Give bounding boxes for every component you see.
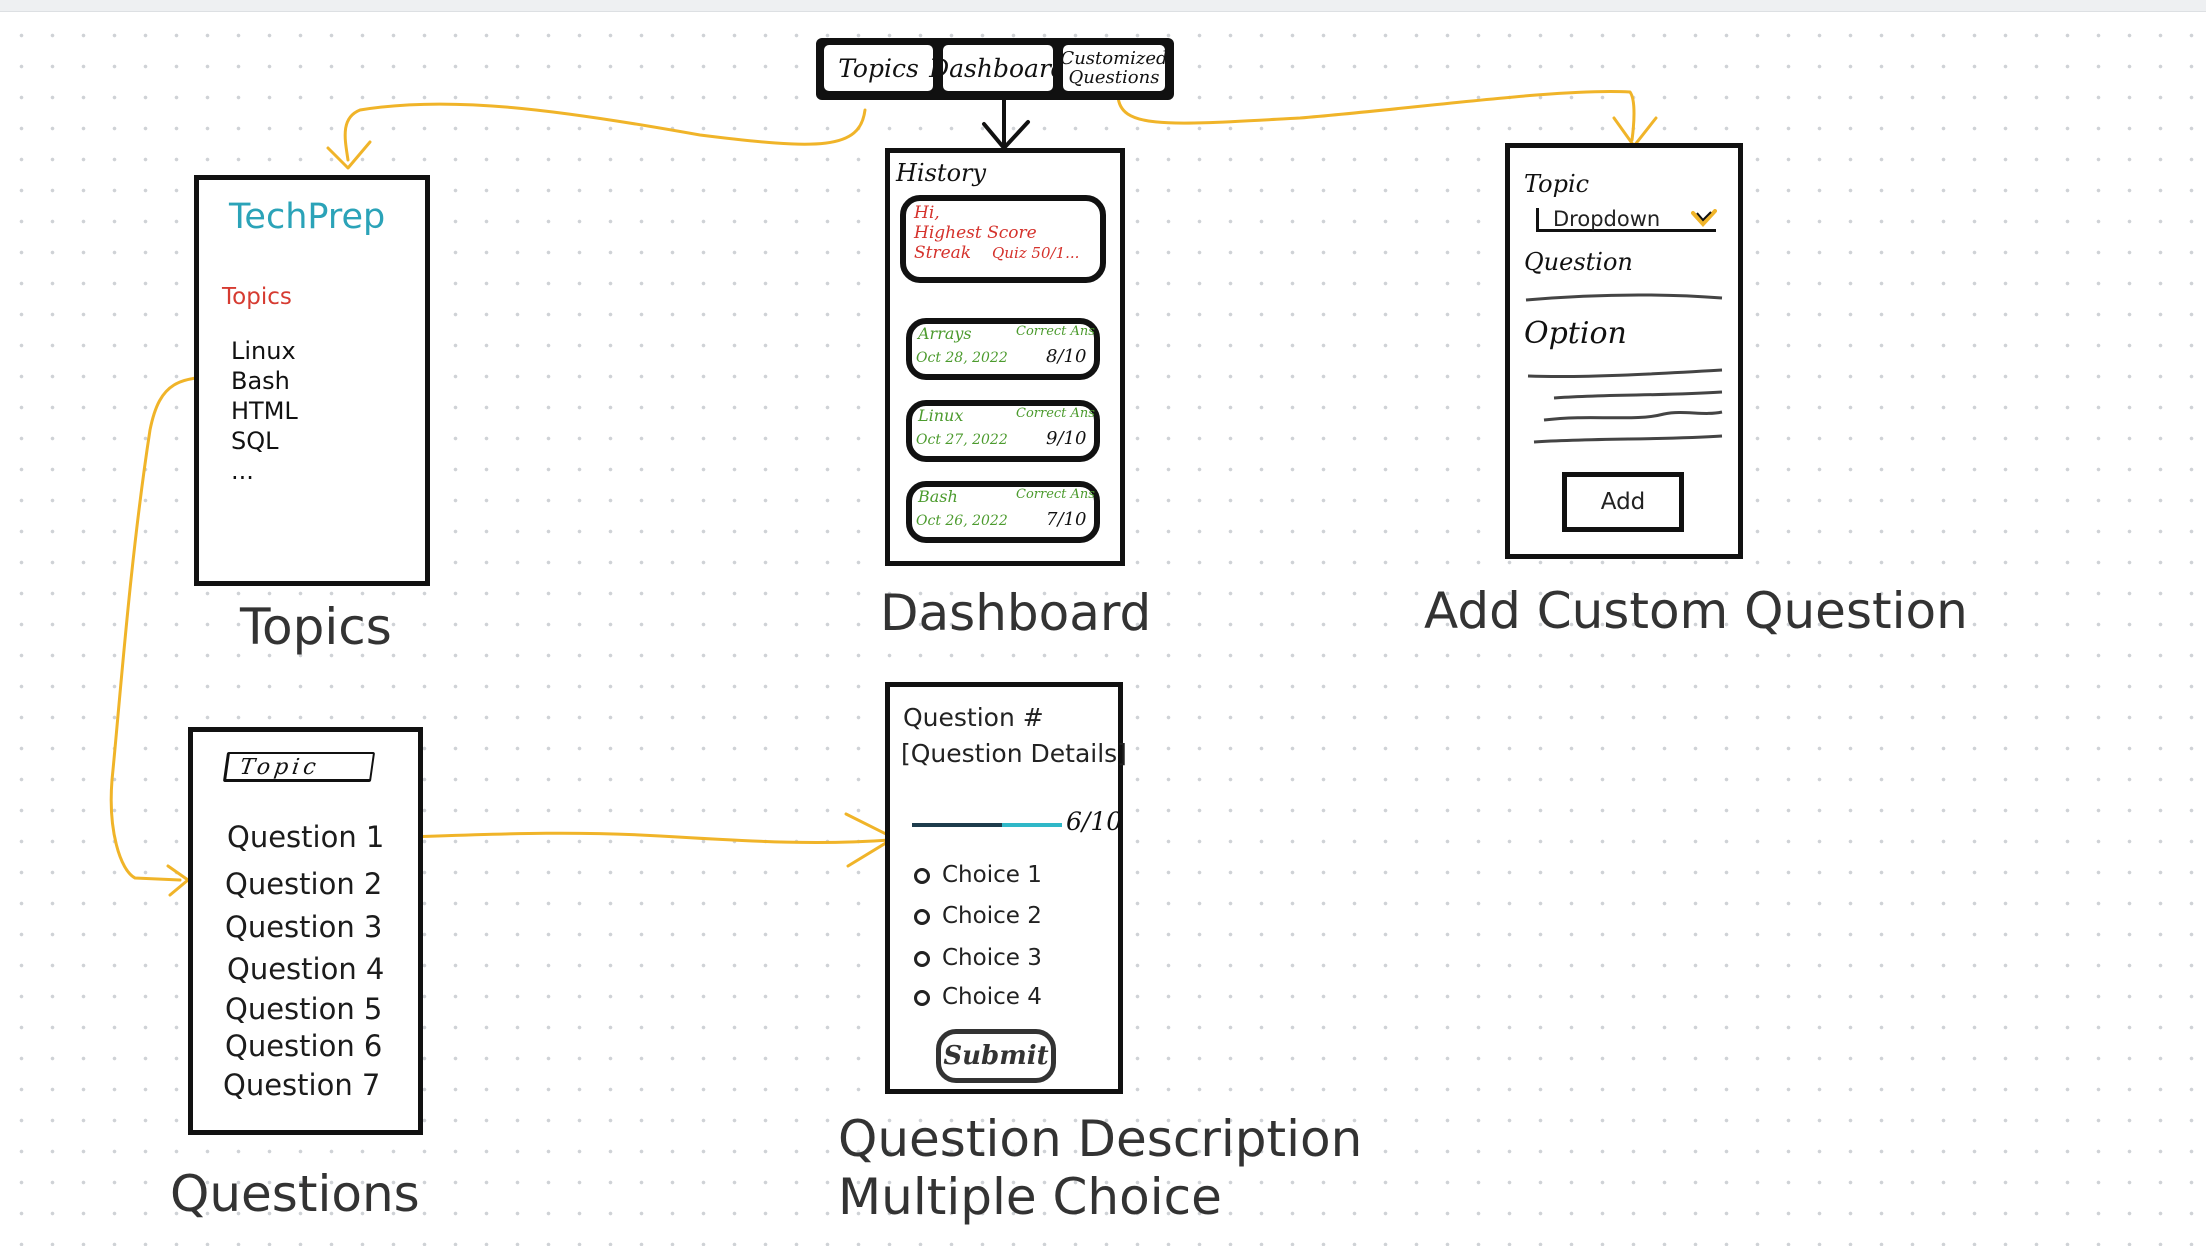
caption-question-description: Question Description Multiple Choice	[838, 1110, 1362, 1226]
navigation-tabs: Topics Dashboard Customized Questions	[816, 38, 1174, 100]
radio-icon	[914, 908, 930, 925]
topic-item-html[interactable]: HTML	[231, 397, 298, 425]
choice-3[interactable]: Choice 3	[914, 945, 1042, 971]
tab-dashboard-label: Dashboard	[929, 53, 1067, 83]
question-detail-screen: Question # [Question Details] 6/10 Choic…	[885, 682, 1127, 1094]
chevron-down-icon	[1691, 209, 1717, 227]
arrow-question-to-detail	[373, 831, 892, 845]
history-card-arrays[interactable]: Arrays Correct Ans Oct 28, 2022 8/10	[906, 318, 1100, 380]
history-score: 8/10	[1046, 346, 1087, 367]
choice-4[interactable]: Choice 4	[914, 984, 1042, 1010]
history-date: Oct 26, 2022	[916, 513, 1008, 529]
dashboard-screen: History Hi, Highest Score Streak Quiz 50…	[885, 148, 1125, 566]
submit-button-label: Submit	[943, 1041, 1049, 1071]
topic-item-bash[interactable]: Bash	[231, 367, 290, 395]
caption-add-custom-question: Add Custom Question	[1424, 582, 1968, 640]
arrow-custom-tab-to-custom	[1116, 89, 1636, 142]
custom-question-screen: Topic Dropdown Question Option Add	[1505, 143, 1743, 559]
topics-heading: Topics	[222, 284, 292, 310]
history-topic: Bash	[918, 487, 958, 506]
history-card-linux[interactable]: Linux Correct Ans Oct 27, 2022 9/10	[906, 400, 1100, 462]
custom-dropdown-value: Dropdown	[1553, 207, 1661, 231]
topics-screen: TechPrep Topics Linux Bash HTML SQL ...	[194, 175, 430, 586]
topic-item-sql[interactable]: SQL	[231, 427, 279, 455]
caption-question-description-line1: Question Description	[838, 1110, 1363, 1168]
caption-dashboard: Dashboard	[880, 584, 1152, 642]
history-right-label: Correct Ans	[1016, 406, 1095, 421]
question-item-1[interactable]: Question 1	[227, 820, 385, 854]
custom-option-label: Option	[1524, 316, 1627, 351]
question-item-7[interactable]: Question 7	[223, 1068, 381, 1102]
history-right-label: Correct Ans	[1016, 487, 1095, 502]
progress-label: 6/10	[1066, 807, 1123, 836]
canvas-top-bar	[0, 0, 2206, 12]
choice-1[interactable]: Choice 1	[914, 862, 1042, 888]
choice-label: Choice 1	[942, 862, 1042, 888]
question-item-6[interactable]: Question 6	[225, 1029, 383, 1063]
history-label: History	[896, 159, 987, 187]
arrow-topics-tab-to-topics	[343, 102, 867, 162]
submit-button[interactable]: Submit	[936, 1029, 1056, 1083]
choice-2[interactable]: Choice 2	[914, 903, 1042, 929]
history-date: Oct 27, 2022	[916, 432, 1008, 448]
topic-item-more[interactable]: ...	[231, 457, 254, 485]
choice-label: Choice 3	[942, 945, 1042, 971]
summary-quiz: Quiz 50/1...	[992, 244, 1080, 262]
caption-questions: Questions	[170, 1165, 420, 1223]
custom-topic-label: Topic	[1524, 170, 1590, 198]
question-item-5[interactable]: Question 5	[225, 992, 383, 1026]
question-item-2[interactable]: Question 2	[225, 867, 383, 901]
history-right-label: Correct Ans	[1016, 324, 1095, 339]
choice-label: Choice 4	[942, 984, 1042, 1010]
caption-question-description-line2: Multiple Choice	[838, 1168, 1222, 1226]
question-input-line[interactable]	[1522, 288, 1732, 308]
add-button-label: Add	[1600, 489, 1646, 515]
tab-dashboard[interactable]: Dashboard	[929, 42, 1067, 94]
arrow-topics-head	[326, 140, 372, 170]
question-details: [Question Details]	[901, 739, 1127, 768]
radio-icon	[914, 950, 930, 967]
summary-card: Hi, Highest Score Streak Quiz 50/1...	[900, 195, 1106, 283]
progress-track	[912, 823, 1062, 827]
caption-topics: Topics	[240, 598, 392, 656]
question-item-4[interactable]: Question 4	[227, 952, 385, 986]
question-item-3[interactable]: Question 3	[225, 910, 383, 944]
topic-item-linux[interactable]: Linux	[231, 337, 296, 365]
tab-customized-questions[interactable]: Customized Questions	[1060, 42, 1168, 94]
question-number: Question #	[903, 703, 1044, 732]
history-topic: Arrays	[918, 324, 972, 343]
tab-topics[interactable]: Topics	[821, 42, 936, 94]
custom-question-label: Question	[1524, 248, 1633, 276]
history-date: Oct 28, 2022	[916, 350, 1008, 366]
add-button[interactable]: Add	[1562, 472, 1684, 532]
summary-greeting: Hi,	[914, 203, 940, 223]
progress-fill	[912, 823, 1002, 827]
choice-label: Choice 2	[942, 903, 1042, 929]
history-card-bash[interactable]: Bash Correct Ans Oct 26, 2022 7/10	[906, 481, 1100, 543]
summary-highest-score: Highest Score	[914, 223, 1037, 243]
app-brand: TechPrep	[229, 197, 386, 237]
option-input-lines[interactable]	[1524, 362, 1734, 472]
history-topic: Linux	[918, 406, 964, 425]
summary-streak: Streak	[914, 243, 972, 263]
arrow-bash-to-questions	[109, 374, 224, 882]
history-score: 9/10	[1046, 428, 1087, 449]
radio-icon	[914, 867, 930, 884]
history-score: 7/10	[1046, 509, 1087, 530]
tab-topics-label: Topics	[838, 53, 919, 83]
questions-screen: Topic Question 1 Question 2 Question 3 Q…	[188, 727, 423, 1135]
topic-list: Linux Bash HTML SQL ...	[231, 336, 298, 486]
tab-customized-label: Customized Questions	[1060, 48, 1168, 88]
questions-topic-label: Topic	[222, 752, 376, 782]
radio-icon	[914, 989, 930, 1006]
custom-topic-dropdown[interactable]: Dropdown	[1536, 207, 1717, 232]
